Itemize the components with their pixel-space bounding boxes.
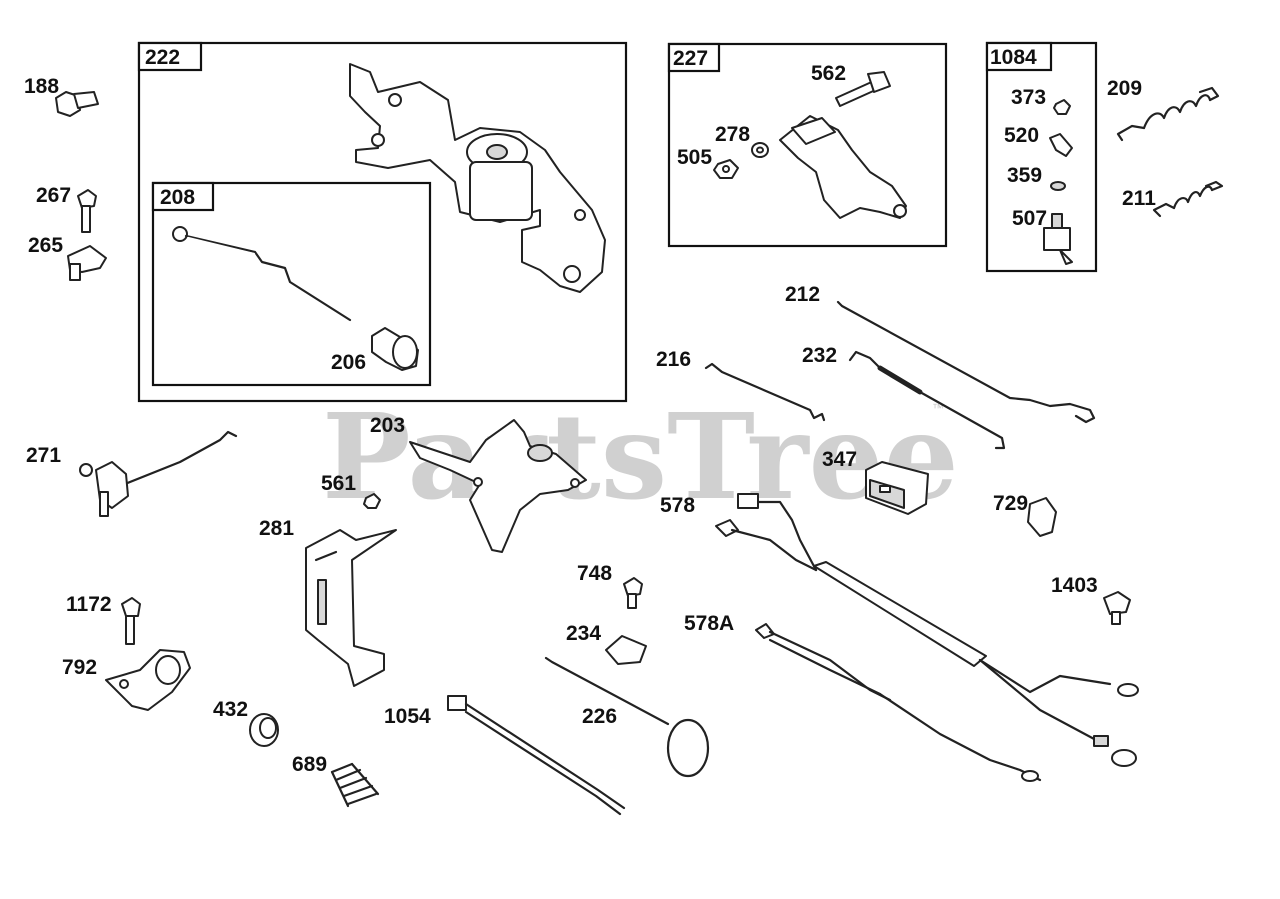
part-1054-tie-drawing[interactable] xyxy=(447,695,626,816)
part-281-label[interactable]: 281 xyxy=(259,517,294,540)
part-265-drawing[interactable] xyxy=(67,245,107,281)
part-359-drawing[interactable] xyxy=(1050,181,1066,191)
part-1172-label[interactable]: 1172 xyxy=(66,593,112,616)
part-561-label[interactable]: 561 xyxy=(321,472,356,495)
part-1403-label[interactable]: 1403 xyxy=(1051,574,1098,597)
part-209-label[interactable]: 209 xyxy=(1107,77,1142,100)
part-265-label[interactable]: 265 xyxy=(28,234,63,257)
part-561-nut-drawing[interactable] xyxy=(363,493,381,509)
part-792-label[interactable]: 792 xyxy=(62,656,97,679)
part-562-label[interactable]: 562 xyxy=(811,62,846,85)
part-212-rod-drawing[interactable] xyxy=(836,300,1096,424)
part-432-ring-drawing[interactable] xyxy=(249,713,279,747)
part-505-drawing[interactable] xyxy=(713,159,739,179)
part-505-label[interactable]: 505 xyxy=(677,146,712,169)
part-1403-bolt-drawing[interactable] xyxy=(1103,591,1131,625)
part-216-rod-drawing[interactable] xyxy=(704,362,826,422)
part-373-label[interactable]: 373 xyxy=(1011,86,1046,109)
part-271-label[interactable]: 271 xyxy=(26,444,61,467)
part-507-drawing[interactable] xyxy=(1043,213,1073,265)
part-347-switch-drawing[interactable] xyxy=(865,461,929,515)
part-209-spring-drawing[interactable] xyxy=(1116,86,1220,142)
group-227-label[interactable]: 227 xyxy=(673,47,708,70)
watermark: PartsTree xyxy=(322,387,959,526)
part-232-label[interactable]: 232 xyxy=(802,344,837,367)
part-211-label[interactable]: 211 xyxy=(1122,187,1156,210)
part-206-label[interactable]: 206 xyxy=(331,351,366,374)
part-578a-harness-drawing[interactable] xyxy=(755,623,1042,782)
part-729-clip-drawing[interactable] xyxy=(1027,497,1057,537)
part-520-label[interactable]: 520 xyxy=(1004,124,1039,147)
part-578-label[interactable]: 578 xyxy=(660,494,695,517)
part-359-label[interactable]: 359 xyxy=(1007,164,1042,187)
throttle-plate-drawing[interactable] xyxy=(779,115,907,219)
part-267-drawing[interactable] xyxy=(77,189,97,233)
part-520-drawing[interactable] xyxy=(1049,133,1073,157)
part-232-spring-drawing[interactable] xyxy=(848,350,1006,450)
part-432-label[interactable]: 432 xyxy=(213,698,248,721)
group-222: 222 xyxy=(137,41,628,403)
part-281-bracket-drawing[interactable] xyxy=(305,529,397,687)
part-203-bracket-drawing[interactable] xyxy=(409,419,587,553)
part-792-bracket-drawing[interactable] xyxy=(105,649,191,711)
governor-link-drawing[interactable] xyxy=(172,226,352,322)
part-1054-label[interactable]: 1054 xyxy=(384,705,431,728)
part-347-label[interactable]: 347 xyxy=(822,448,857,471)
group-208: 208 206 xyxy=(151,181,432,387)
group-1084: 1084 373 520 359 507 xyxy=(985,41,1098,273)
group-222-label[interactable]: 222 xyxy=(145,46,180,69)
part-226-rod-drawing[interactable] xyxy=(544,656,710,778)
part-578-harness-drawing[interactable] xyxy=(715,493,1139,767)
part-267-label[interactable]: 267 xyxy=(36,184,71,207)
part-203-label[interactable]: 203 xyxy=(370,414,405,437)
part-234-clip-drawing[interactable] xyxy=(605,635,647,665)
part-278-drawing[interactable] xyxy=(751,142,769,158)
part-689-label[interactable]: 689 xyxy=(292,753,327,776)
part-748-label[interactable]: 748 xyxy=(577,562,612,585)
part-507-label[interactable]: 507 xyxy=(1012,207,1047,230)
part-689-spring-drawing[interactable] xyxy=(330,762,380,808)
part-373-drawing[interactable] xyxy=(1053,99,1071,115)
part-278-label[interactable]: 278 xyxy=(715,123,750,146)
group-1084-label[interactable]: 1084 xyxy=(990,46,1037,69)
group-227: 227 562 278 505 xyxy=(667,42,948,248)
part-211-spring-drawing[interactable] xyxy=(1152,180,1224,218)
part-188-drawing[interactable] xyxy=(55,91,99,117)
part-748-bolt-drawing[interactable] xyxy=(623,577,643,609)
part-562-drawing[interactable] xyxy=(835,71,891,107)
part-216-label[interactable]: 216 xyxy=(656,348,691,371)
part-212-label[interactable]: 212 xyxy=(785,283,820,306)
group-208-label[interactable]: 208 xyxy=(160,186,195,209)
part-578a-label[interactable]: 578A xyxy=(684,612,734,635)
part-271-cable-drawing[interactable] xyxy=(79,430,238,517)
part-188-label[interactable]: 188 xyxy=(24,75,59,98)
part-1172-bolt-drawing[interactable] xyxy=(121,597,141,645)
part-206-drawing[interactable] xyxy=(371,327,419,371)
part-226-label[interactable]: 226 xyxy=(582,705,617,728)
control-bracket-drawing[interactable] xyxy=(349,63,606,293)
part-234-label[interactable]: 234 xyxy=(566,622,601,645)
part-729-label[interactable]: 729 xyxy=(993,492,1028,515)
